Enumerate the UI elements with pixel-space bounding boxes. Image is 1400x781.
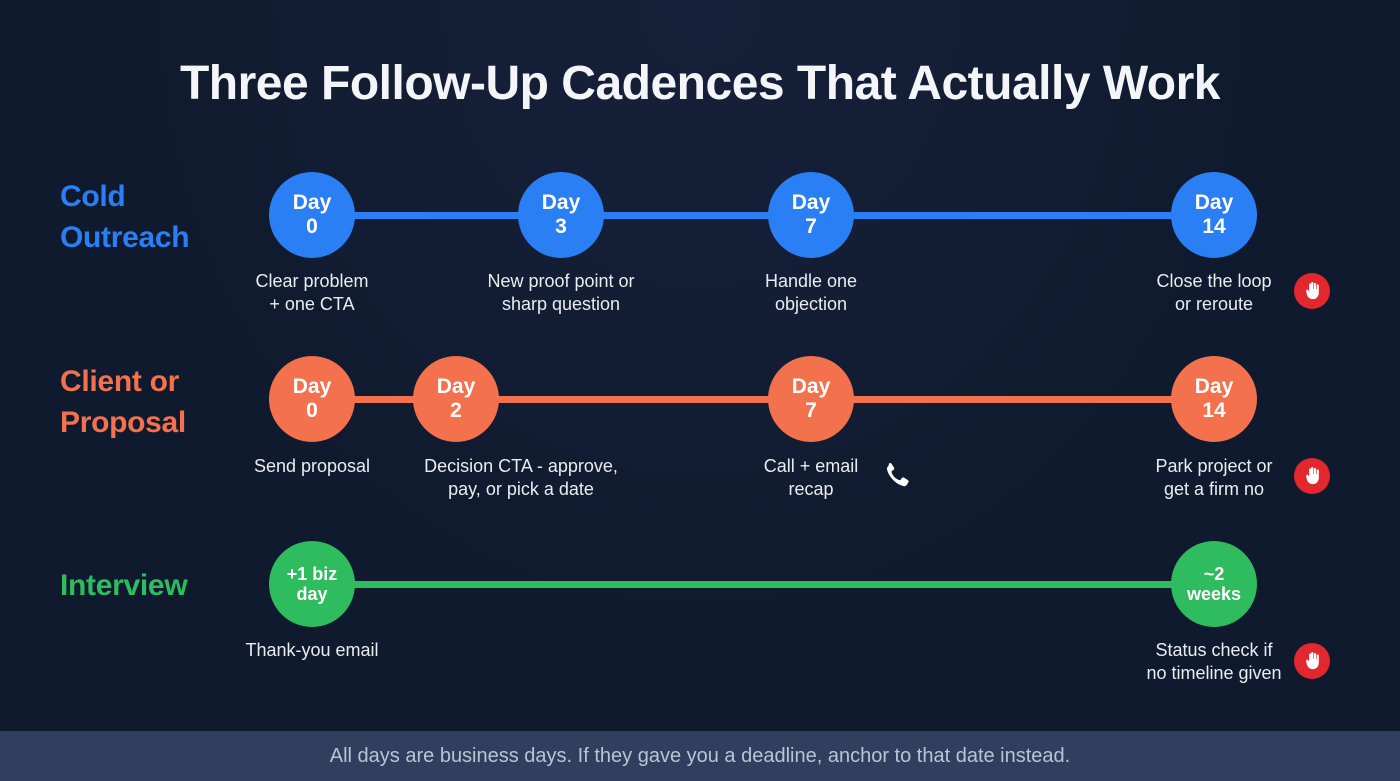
row-label-client-proposal: Client or Proposal (60, 365, 186, 440)
node-label-top: Day (791, 191, 831, 215)
node-label-bottom: 14 (1202, 215, 1226, 238)
node-label-top: +1 biz (286, 563, 338, 584)
node-label-bottom: 0 (306, 399, 318, 422)
caption-cold-day-7: Handle one objection (764, 271, 858, 314)
footer-bar: All days are business days. If they gave… (0, 731, 1400, 781)
node-client-day-7[interactable]: Day 7 (768, 356, 854, 442)
caption-client-day-2: Decision CTA - approve, pay, or pick a d… (424, 456, 618, 499)
page-title: Three Follow-Up Cadences That Actually W… (179, 57, 1221, 110)
caption-interview-thank-you: Thank-you email (245, 640, 379, 660)
node-label-bottom: 2 (450, 399, 462, 422)
node-label-bottom: 14 (1202, 399, 1226, 422)
node-label-bottom: 7 (805, 399, 817, 422)
node-label-bottom: 0 (306, 215, 318, 238)
node-cold-day-0[interactable]: Day 0 (269, 172, 355, 258)
footer-note: All days are business days. If they gave… (329, 744, 1071, 767)
node-label-bottom: 3 (555, 215, 567, 238)
node-label-bottom: 7 (805, 215, 817, 238)
node-label-top: Day (436, 375, 476, 399)
phone-icon (879, 458, 913, 492)
row-label-cold-outreach: Cold Outreach (60, 180, 190, 255)
stop-hand-icon (1294, 643, 1330, 679)
node-label-top: Day (292, 375, 332, 399)
caption-cold-day-3: New proof point or sharp question (487, 271, 635, 314)
node-label-bottom: day (296, 584, 328, 604)
caption-cold-day-14: Close the loop or reroute (1156, 271, 1272, 314)
node-cold-day-7[interactable]: Day 7 (768, 172, 854, 258)
node-label-top: Day (1194, 191, 1234, 215)
node-label-bottom: weeks (1186, 584, 1242, 604)
node-label-top: ~2 (1203, 563, 1225, 584)
node-client-day-14[interactable]: Day 14 (1171, 356, 1257, 442)
connector-line-client-proposal (312, 396, 1214, 403)
node-client-day-2[interactable]: Day 2 (413, 356, 499, 442)
caption-client-day-0: Send proposal (253, 456, 371, 476)
connector-line-interview (312, 581, 1214, 588)
node-cold-day-3[interactable]: Day 3 (518, 172, 604, 258)
row-label-interview: Interview (60, 569, 188, 602)
node-interview-2-weeks[interactable]: ~2 weeks (1171, 541, 1257, 627)
caption-interview-status-check: Status check if no timeline given (1146, 640, 1282, 683)
node-cold-day-14[interactable]: Day 14 (1171, 172, 1257, 258)
node-interview-plus-1-biz-day[interactable]: +1 biz day (269, 541, 355, 627)
stop-hand-icon (1294, 458, 1330, 494)
node-client-day-0[interactable]: Day 0 (269, 356, 355, 442)
node-label-top: Day (1194, 375, 1234, 399)
node-label-top: Day (791, 375, 831, 399)
caption-client-day-14: Park project or get a firm no (1155, 456, 1273, 499)
caption-cold-day-0: Clear problem + one CTA (255, 271, 369, 314)
connector-line-cold-outreach (312, 212, 1214, 219)
node-label-top: Day (292, 191, 332, 215)
node-label-top: Day (541, 191, 581, 215)
caption-client-day-7: Call + email recap (763, 456, 859, 499)
stop-hand-icon (1294, 273, 1330, 309)
